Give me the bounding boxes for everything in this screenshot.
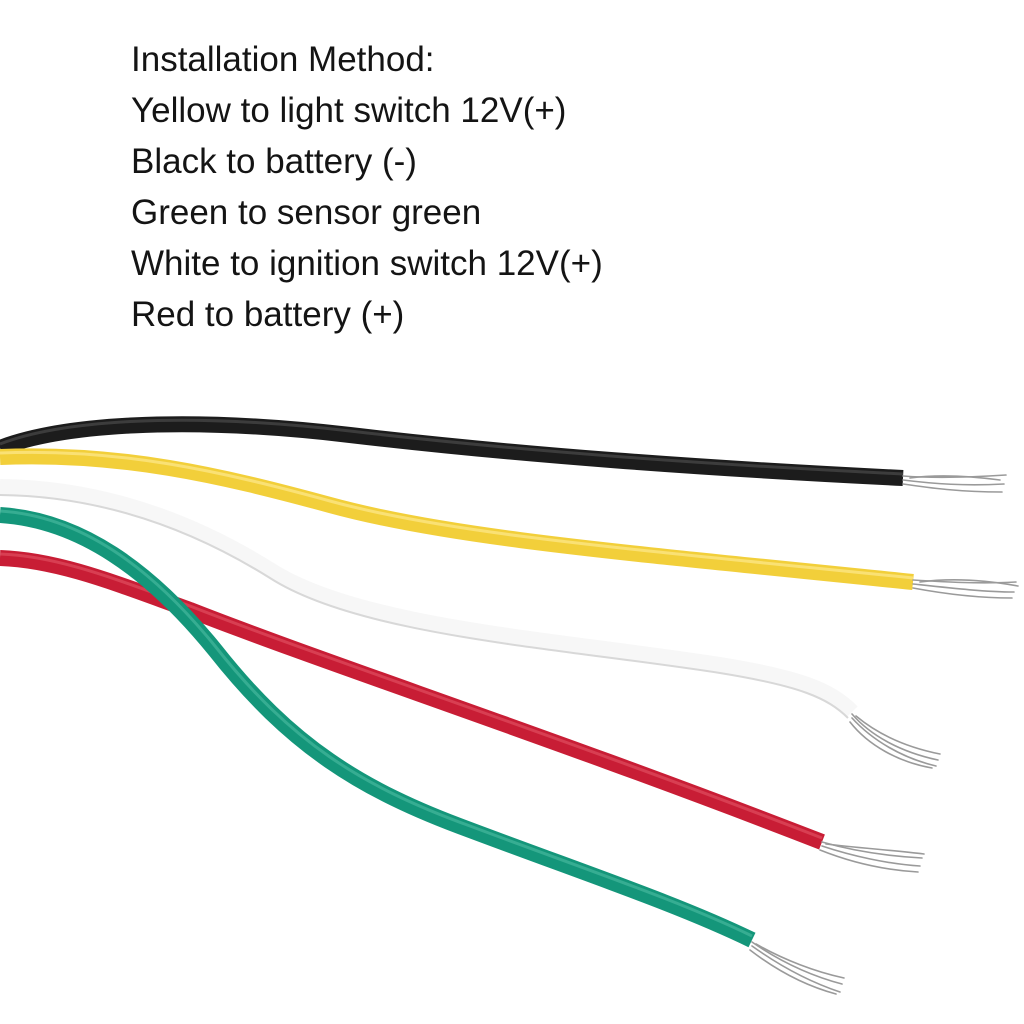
yellow-wire-strands [912,579,1019,599]
white-wire-strands [849,713,941,769]
black-wire-strands [902,474,1007,493]
instructions-heading: Installation Method: [131,40,435,79]
black-wire [0,416,1007,493]
white-wire [0,479,941,769]
red-wire [0,550,925,873]
instruction-white: White to ignition switch 12V(+) [131,244,603,283]
instruction-green: Green to sensor green [131,193,482,232]
instruction-yellow: Yellow to light switch 12V(+) [131,91,567,130]
instruction-black: Black to battery (-) [131,142,417,181]
instruction-red: Red to battery (+) [131,295,405,334]
green-wire [0,507,845,995]
installation-instructions: Installation Method: Yellow to light swi… [131,34,603,340]
green-wire-strands [749,941,845,995]
red-wire-strands [819,841,925,873]
yellow-wire [0,448,1019,599]
